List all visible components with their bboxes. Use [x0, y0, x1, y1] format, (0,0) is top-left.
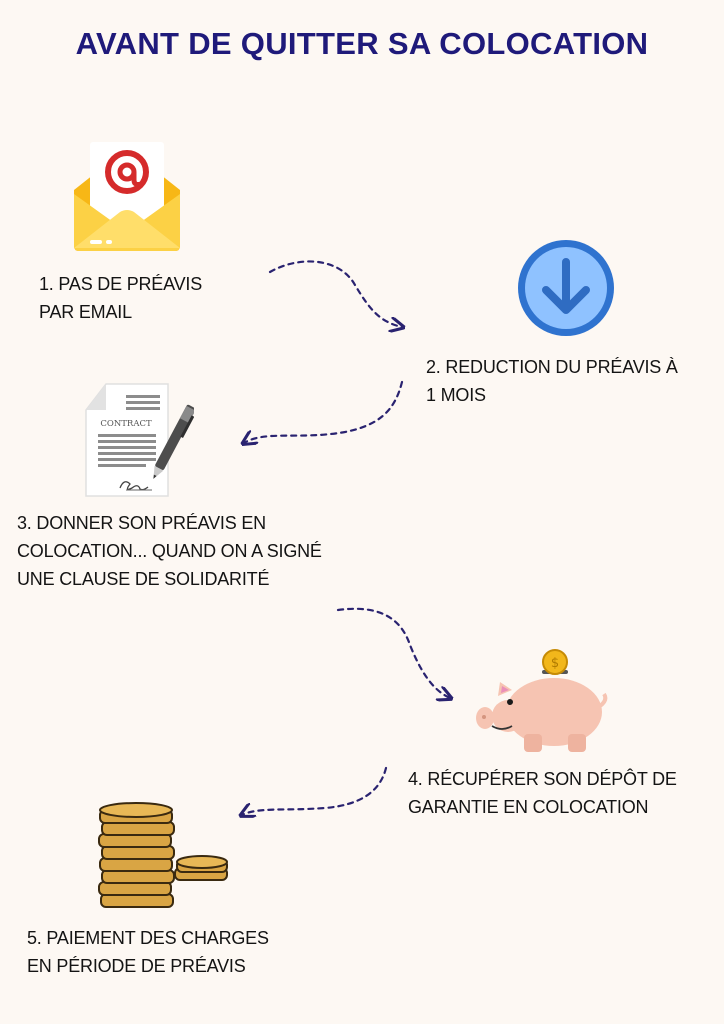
step-1-line-2: PAR EMAIL: [39, 302, 132, 322]
contract-label: CONTRACT: [100, 419, 152, 429]
email-envelope-icon: [74, 142, 180, 251]
step-4-text: 4. RÉCUPÉRER SON DÉPÔT DE GARANTIE EN CO…: [408, 765, 677, 821]
step-3-text: 3. DONNER SON PRÉAVIS EN COLOCATION... Q…: [17, 509, 322, 593]
arrow-step2-to-step3: [244, 380, 404, 443]
step-2-line-1: 2. REDUCTION DU PRÉAVIS À: [426, 357, 678, 377]
arrow-step3-to-step4: [336, 607, 450, 698]
step-5-line-1: 5. PAIEMENT DES CHARGES: [27, 928, 269, 948]
step-3-line-3: UNE CLAUSE DE SOLIDARITÉ: [17, 569, 270, 589]
step-5-line-2: EN PÉRIODE DE PRÉAVIS: [27, 956, 246, 976]
svg-text:$: $: [551, 656, 559, 671]
page-title: AVANT DE QUITTER SA COLOCATION: [75, 26, 649, 61]
coin-stack-icon: [98, 802, 228, 908]
step-2-line-2: 1 MOIS: [426, 385, 486, 405]
download-arrow-icon: [518, 240, 614, 336]
piggy-bank-icon: $: [476, 649, 608, 752]
step-1-text: 1. PAS DE PRÉAVIS PAR EMAIL: [39, 270, 202, 326]
contract-pen-icon: CONTRACT: [85, 383, 194, 497]
step-4-line-2: GARANTIE EN COLOCATION: [408, 797, 649, 817]
step-3-line-2: COLOCATION... QUAND ON A SIGNÉ: [17, 541, 322, 561]
step-2-text: 2. REDUCTION DU PRÉAVIS À 1 MOIS: [426, 353, 678, 409]
arrow-step1-to-step2: [268, 260, 402, 327]
step-3-line-1: 3. DONNER SON PRÉAVIS EN: [17, 513, 266, 533]
step-5-text: 5. PAIEMENT DES CHARGES EN PÉRIODE DE PR…: [27, 924, 269, 980]
step-4-line-1: 4. RÉCUPÉRER SON DÉPÔT DE: [408, 769, 677, 789]
step-1-line-1: 1. PAS DE PRÉAVIS: [39, 274, 202, 294]
arrow-step4-to-step5: [242, 766, 388, 815]
